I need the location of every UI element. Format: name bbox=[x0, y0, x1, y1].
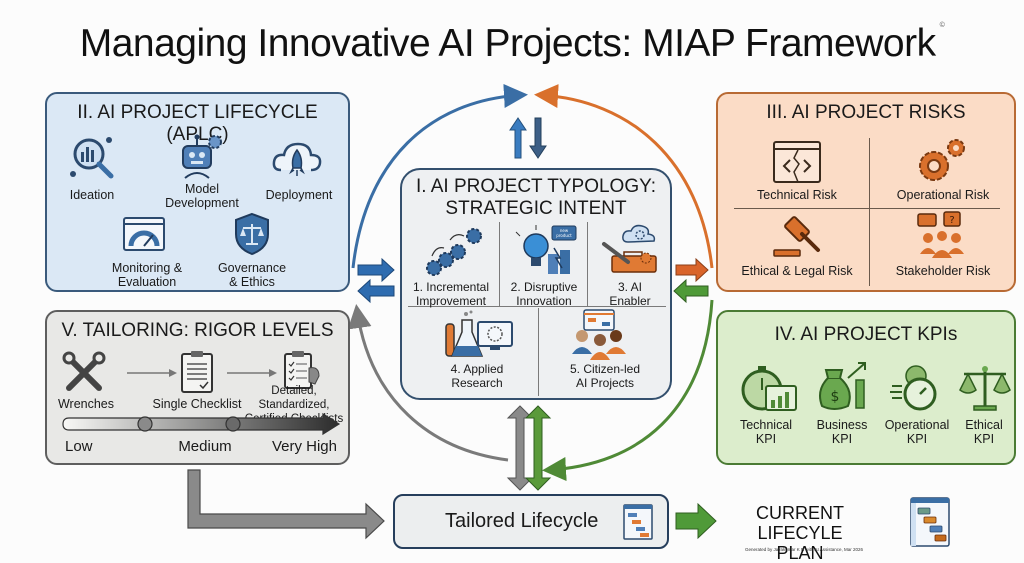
money-bag-growth-icon: $ bbox=[819, 362, 866, 410]
rigor-marker-high bbox=[225, 416, 241, 432]
lifecycle-panel: II. AI PROJECT LIFECYCLE (APLC) Ideation… bbox=[45, 92, 350, 292]
svg-text:$: $ bbox=[831, 389, 840, 405]
gavel-icon bbox=[773, 216, 820, 257]
tailoring-item-single-checklist: Single Checklist bbox=[152, 397, 242, 411]
new-product-badge: new bbox=[560, 228, 569, 233]
lightbulb-disruption-icon: new product bbox=[515, 225, 577, 274]
rigor-level-medium: Medium bbox=[178, 438, 232, 455]
crossed-wrenches-icon bbox=[62, 351, 106, 391]
lifecycle-item-monitoring: Monitoring &Evaluation bbox=[111, 261, 183, 289]
shield-scales-icon bbox=[235, 212, 269, 256]
broken-code-window-icon bbox=[773, 141, 821, 183]
rigor-level-low: Low bbox=[65, 438, 93, 455]
page-title-text: Managing Innovative AI Projects: MIAP Fr… bbox=[79, 22, 936, 65]
svg-text:?: ? bbox=[949, 215, 954, 226]
clipboard-icon bbox=[181, 351, 213, 393]
risk-item-operational: Operational Risk bbox=[896, 188, 990, 202]
tailoring-panel: V. TAILORING: RIGOR LEVELS Wrenches Sing… bbox=[45, 310, 350, 465]
gears-icon bbox=[919, 139, 965, 181]
typology-divider-2 bbox=[587, 222, 588, 306]
typology-panel: I. AI PROJECT TYPOLOGY:STRATEGIC INTENT … bbox=[400, 168, 672, 400]
lifecycle-item-deployment: Deployment bbox=[265, 188, 333, 202]
tailoring-title: V. TAILORING: RIGOR LEVELS bbox=[61, 320, 334, 341]
risk-item-ethical-legal: Ethical & Legal Risk bbox=[741, 264, 853, 278]
risk-item-stakeholder: Stakeholder Risk bbox=[895, 264, 991, 278]
lifecycle-typology-arrows bbox=[357, 257, 395, 304]
typology-top-bidirectional-arrows bbox=[509, 117, 547, 159]
progression-arrow-1 bbox=[127, 369, 177, 377]
risks-vertical-divider bbox=[869, 138, 870, 286]
progression-arrow-2 bbox=[227, 369, 277, 377]
page-title: Managing Innovative AI Projects: MIAP Fr… bbox=[0, 22, 1024, 66]
typology-row-divider bbox=[408, 306, 666, 307]
risks-horizontal-divider bbox=[734, 208, 1000, 209]
risks-panel: III. AI PROJECT RISKS Technical Risk Ope… bbox=[716, 92, 1016, 292]
current-plan-gantt-icon bbox=[910, 497, 950, 547]
stakeholders-chat-icon: ? bbox=[917, 211, 964, 258]
tailored-lifecycle-box: Tailored Lifecycle bbox=[393, 494, 669, 549]
risk-item-technical: Technical Risk bbox=[757, 188, 837, 202]
to-current-plan-arrow bbox=[675, 502, 717, 540]
gantt-chart-icon bbox=[623, 504, 653, 540]
rigor-marker-medium bbox=[137, 416, 153, 432]
lifecycle-item-governance: Governance& Ethics bbox=[217, 261, 287, 289]
rigor-level-very-high: Very High bbox=[271, 438, 337, 455]
svg-text:product: product bbox=[556, 233, 572, 238]
gears-progression-icon bbox=[426, 228, 482, 276]
toolbox-cloud-icon bbox=[602, 224, 657, 273]
magnifier-chart-icon bbox=[70, 137, 114, 179]
cloud-rocket-icon bbox=[272, 142, 322, 176]
tailoring-arc-arrow bbox=[347, 304, 509, 462]
kpi-arc-arrow bbox=[542, 299, 714, 481]
stopwatch-chart-icon bbox=[741, 366, 797, 411]
certified-checklist-icon bbox=[284, 351, 320, 389]
gauge-window-icon bbox=[123, 217, 165, 251]
typology-title: I. AI PROJECT TYPOLOGY:STRATEGIC INTENT bbox=[415, 176, 657, 219]
robot-gear-icon bbox=[182, 134, 222, 179]
lab-flask-monitor-icon bbox=[445, 310, 513, 357]
kpi-title: IV. AI PROJECT KPIs bbox=[774, 324, 958, 345]
rigor-level-slider bbox=[62, 412, 341, 436]
speed-stopwatch-icon bbox=[890, 365, 937, 411]
balance-scale-icon bbox=[959, 366, 1011, 411]
copyright-mark: © bbox=[939, 22, 945, 29]
typology-divider-1 bbox=[499, 222, 500, 306]
tailoring-to-lifecycle-arrow bbox=[187, 469, 385, 540]
risks-title: III. AI PROJECT RISKS bbox=[766, 102, 966, 123]
typology-divider-3 bbox=[538, 308, 539, 396]
lifecycle-item-ideation: Ideation bbox=[69, 188, 115, 202]
lifecycle-arc-arrow bbox=[351, 84, 528, 269]
risks-kpi-typology-arrows bbox=[673, 257, 709, 304]
credit-text: Generated by Jayakumar K R with AI Assis… bbox=[745, 547, 864, 552]
tailoring-item-wrenches: Wrenches bbox=[57, 397, 115, 411]
risks-arc-arrow bbox=[534, 84, 714, 269]
typology-bottom-bidirectional-arrows bbox=[506, 405, 552, 491]
citizens-group-icon bbox=[572, 309, 626, 360]
tailored-lifecycle-label: Tailored Lifecycle bbox=[445, 510, 599, 532]
